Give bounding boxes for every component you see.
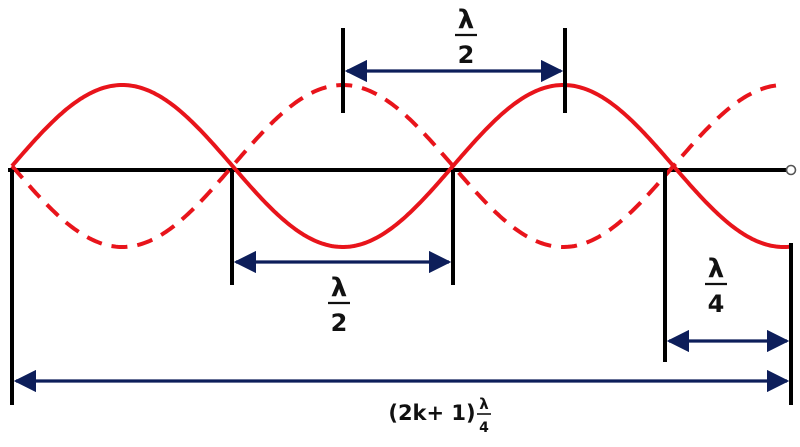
label-quarter-numerator: λ: [708, 254, 724, 284]
dashed-wave: [10, 83, 777, 249]
label-total-length: (2k+ 1) λ 4: [388, 395, 491, 436]
label-top-half-wavelength: λ 2: [455, 5, 477, 69]
label-total-prefix: (2k+ 1): [388, 401, 475, 425]
label-middle-half-wavelength: λ 2: [328, 273, 350, 337]
label-middle-denominator: 2: [331, 309, 348, 337]
label-total-denominator: 4: [479, 420, 489, 436]
label-quarter-denominator: 4: [708, 290, 725, 318]
label-total-numerator: λ: [479, 395, 489, 413]
axis-end-circle: [785, 164, 797, 176]
label-quarter-wavelength: λ 4: [705, 254, 727, 318]
label-middle-numerator: λ: [331, 273, 347, 303]
solid-wave: [10, 83, 791, 249]
label-top-numerator: λ: [458, 5, 474, 35]
label-top-denominator: 2: [458, 41, 475, 69]
